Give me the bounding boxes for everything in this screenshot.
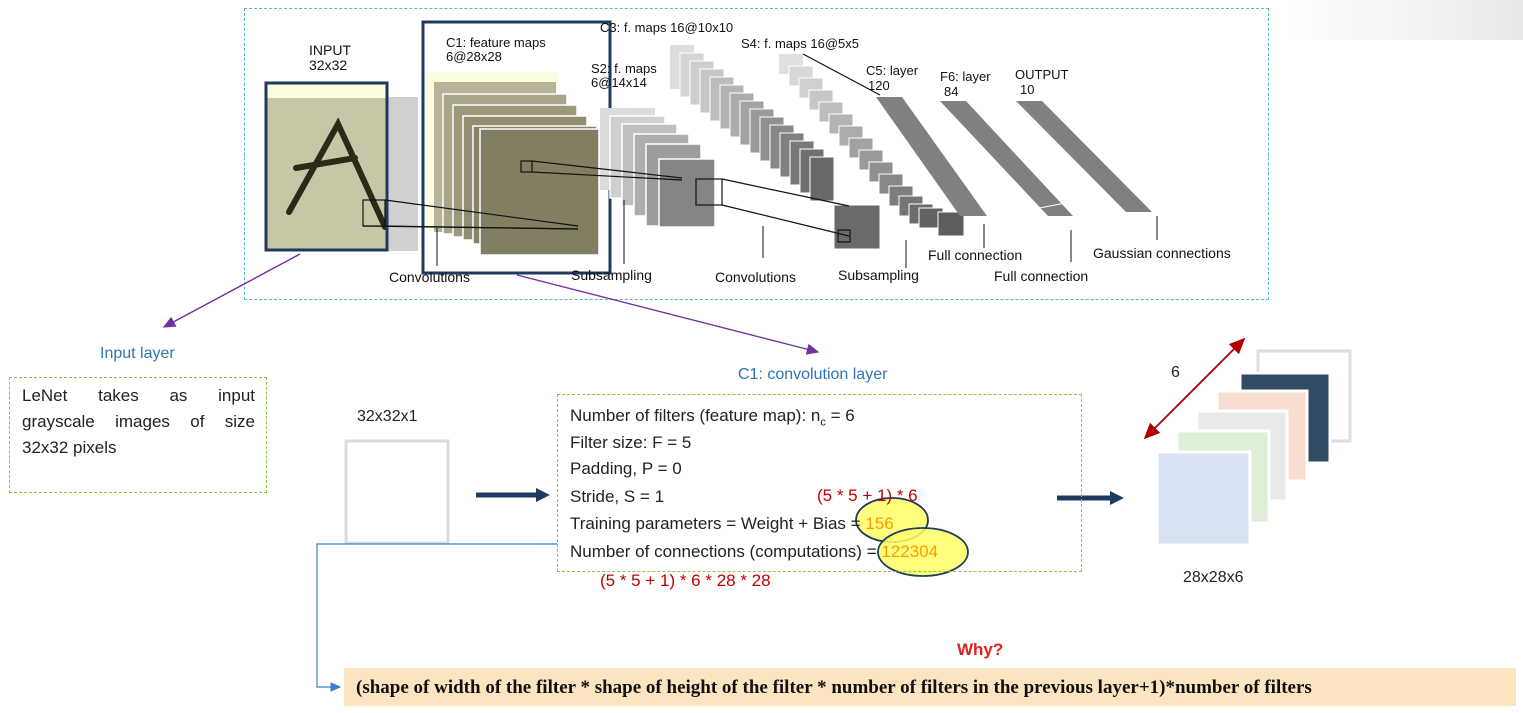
input-shadow [384,97,418,251]
highlight-ellipse-connections [877,527,969,577]
c1-layer-title: C1: convolution layer [738,366,888,383]
input-layer-title: Input layer [100,345,175,362]
c1-connections-line: Number of connections (computations) = 1… [570,542,939,561]
c1-training-params-line: Training parameters = Weight + Bias = 15… [570,514,894,533]
formula-connector [316,543,557,692]
stage-label-full-connection: Full connection [994,268,1089,284]
input-layer-description-line: grayscale images of size [22,412,255,431]
connections-formula-note: (5 * 5 + 1) * 6 * 28 * 28 [600,571,771,590]
c1-padding-line: Padding, P = 0 [570,459,682,478]
input-background [266,83,387,98]
formula-text: (shape of width of the filter * shape of… [356,677,1312,698]
input-outline [264,81,389,252]
input-layer-description-box: LeNet takes as input grayscale images of… [9,377,267,493]
stage-label-subsampling: Subsampling [571,267,652,283]
s2-receptive-field [695,178,723,206]
stage-label-full-connection: Full connection [928,247,1023,263]
s2-label: S2: f. maps [591,61,657,76]
stage-label-subsampling: Subsampling [838,267,919,283]
c3-label: C3: f. maps 16@10x10 [600,20,734,35]
s2-size-label: 6@14x14 [591,75,647,90]
training-params-value: 156 [865,514,894,533]
handwritten-a-bar [293,155,358,171]
s4-map-front [937,211,965,237]
input-label: INPUT [309,42,351,58]
c5-label: C5: layer [866,63,919,78]
output-band [1016,101,1152,212]
c1-filter-size-line: Filter size: F = 5 [570,433,692,452]
input-image [266,98,387,250]
input-layer-description-line: LeNet takes as input [22,386,255,405]
input-layer-arrow [162,253,301,328]
stage-label-convolutions: Convolutions [715,269,796,285]
c1-stride-line: Stride, S = 1 [570,487,665,506]
output-dim-label: 28x28x6 [1183,569,1244,586]
c1-size-label: 6@28x28 [446,49,502,64]
input-size-label: 32x32 [309,57,348,73]
f6-band [940,101,1073,216]
depth-arrow [1143,337,1246,440]
c5-band [876,97,987,216]
input-volume-square [344,439,450,545]
output-map-front [1155,450,1252,547]
input-layer-description-line: 32x32 pixels [22,438,117,457]
formula-bar: (shape of width of the filter * shape of… [344,668,1516,706]
s4-label: S4: f. maps 16@5x5 [741,36,859,51]
stage-label-convolutions: Convolutions [389,269,470,285]
c1-layer-box: Number of filters (feature map): nc = 6 … [557,394,1082,572]
output-size-label: 10 [1020,82,1035,97]
s2-map-front [658,158,716,228]
c1-layer-arrow [516,274,820,355]
f6-label: F6: layer [940,69,991,84]
corner-shade [1290,0,1523,40]
c1-receptive-field [520,160,533,173]
stage-label-gaussian-connections: Gaussian connections [1093,245,1231,261]
f6-size-label: 84 [944,84,959,99]
connections-value: 122304 [881,542,939,561]
c1-label: C1: feature maps [446,35,546,50]
lenet-architecture-diagram [244,8,1269,300]
c3-receptive-field [837,229,851,243]
depth-label: 6 [1171,364,1180,381]
input-dim-label: 32x32x1 [357,408,418,425]
params-formula-note: (5 * 5 + 1) * 6 [817,486,918,505]
c1-filters-line: Number of filters (feature map): nc = 6 [570,406,855,429]
c1-map-front [479,128,600,256]
why-label: Why? [957,640,1004,659]
c5-size-label: 120 [868,78,890,93]
output-label: OUTPUT [1015,67,1069,82]
